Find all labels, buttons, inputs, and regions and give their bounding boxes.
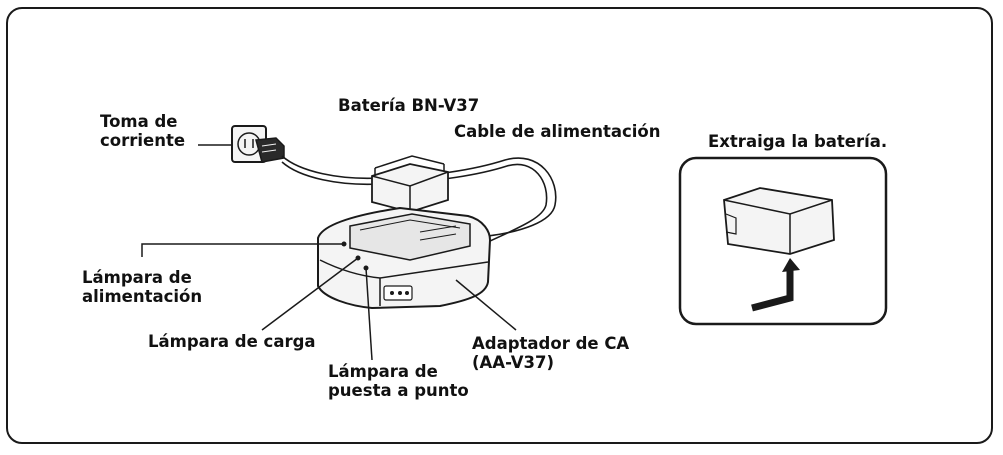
charger-icon — [317, 206, 492, 310]
label-toma-corriente: Toma de corriente — [100, 112, 185, 150]
battery-icon — [371, 155, 449, 213]
label-lampara-alimentacion: Lámpara de alimentación — [82, 268, 202, 306]
label-bateria: Batería BN-V37 — [338, 96, 480, 115]
label-adaptador-line1: Adaptador de CA — [472, 334, 630, 353]
label-adaptador: Adaptador de CA (AA-V37) — [472, 334, 629, 372]
battery-removal-icon — [723, 187, 835, 255]
leader-lines — [141, 243, 517, 361]
label-toma-line2: corriente — [100, 131, 186, 150]
label-lampara-alim-line1: Lámpara de — [82, 268, 192, 287]
label-toma-line1: Toma de — [100, 112, 178, 131]
label-lampara-carga: Lámpara de carga — [148, 332, 316, 351]
plug-icon — [255, 137, 285, 163]
label-lampara-punto: Lámpara de puesta a punto — [328, 362, 469, 400]
wall-outlet-icon — [231, 125, 267, 163]
removal-arrow-icon — [751, 258, 800, 312]
label-lampara-punto-line2: puesta a punto — [328, 381, 469, 400]
label-adaptador-line2: (AA-V37) — [472, 353, 555, 372]
diagram-frame — [6, 7, 993, 444]
label-lampara-punto-line1: Lámpara de — [328, 362, 438, 381]
label-extraiga: Extraiga la batería. — [708, 132, 888, 151]
label-cable: Cable de alimentación — [454, 122, 661, 141]
label-lampara-alim-line2: alimentación — [82, 287, 203, 306]
